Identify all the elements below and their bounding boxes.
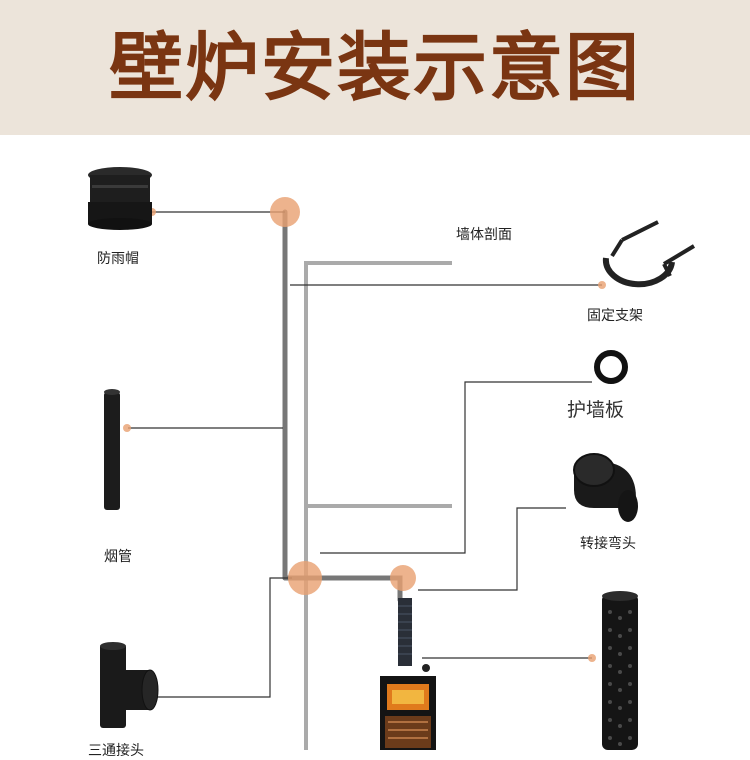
installation-diagram [88,167,696,750]
label-chimney-pipe: 烟管 [104,549,132,565]
wall-plate-icon [594,350,628,384]
dot-bracket [598,281,606,289]
elbow-icon [573,453,638,522]
leader-lines [128,211,602,698]
header-banner: 壁炉安装示意图 [0,0,750,135]
joint-top [270,197,300,227]
flue-pipe [282,209,403,603]
joint-markers [123,197,606,701]
joint-stove-top [390,565,416,591]
label-wall-plate: 护墙板 [567,399,625,421]
rain-cap-icon [88,167,152,230]
dot-chimney-pipe [123,424,131,432]
label-wall-section: 墙体剖面 [456,227,512,243]
chimney-pipe-icon [104,389,120,510]
joint-bottom-corner [288,561,322,595]
fixed-bracket-icon [602,220,696,288]
stove-icon [380,598,436,750]
label-tee-joint: 三通接头 [88,743,144,759]
tee-joint-icon [100,642,159,728]
page-title: 壁炉安装示意图 [109,24,641,111]
dot-pipe-right [588,654,596,662]
label-rain-cap: 防雨帽 [97,251,139,267]
label-fixed-bracket: 固定支架 [587,308,643,324]
label-elbow: 转接弯头 [580,536,636,552]
perforated-pipe-icon [602,591,638,750]
